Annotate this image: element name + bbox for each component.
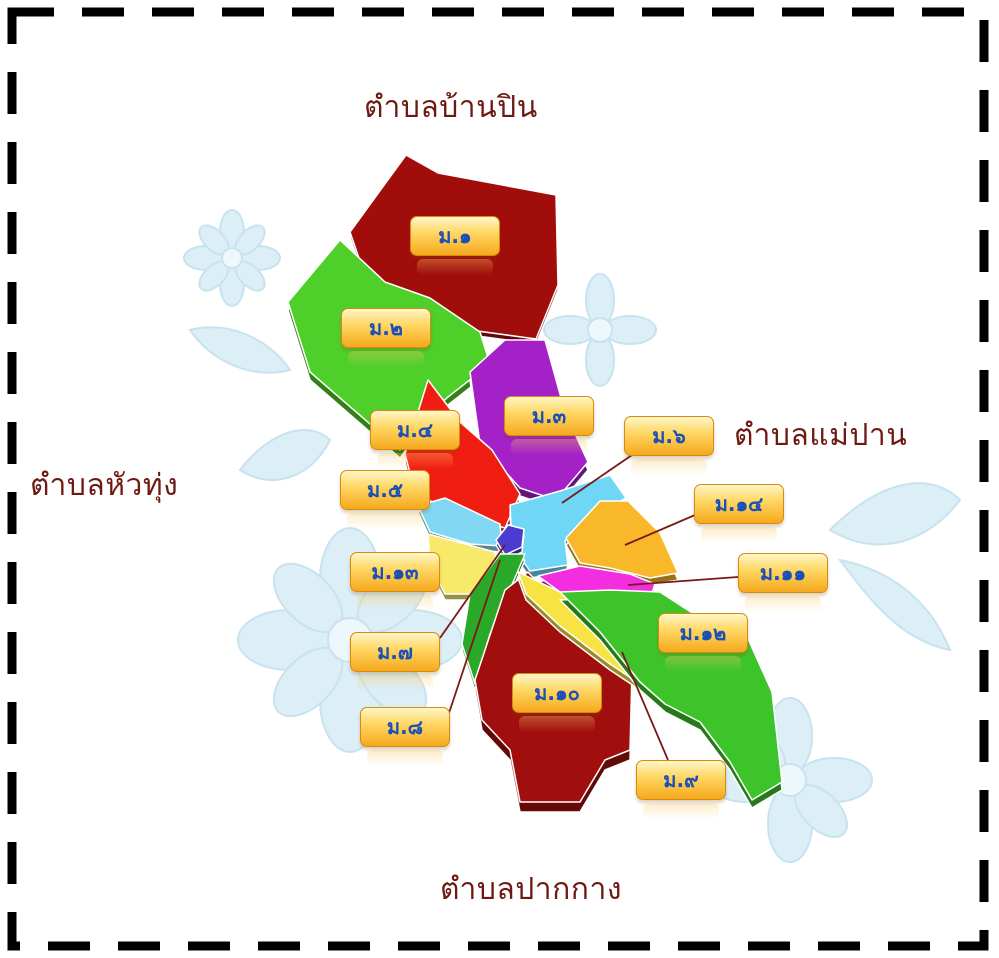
leaf-icon xyxy=(238,429,332,481)
village-badge-m3[interactable]: ม.๓ xyxy=(504,396,594,455)
flower-icon xyxy=(183,209,281,307)
leader-line-m9 xyxy=(621,651,669,761)
leader-line-m14 xyxy=(624,514,696,546)
village-badge-m6[interactable]: ม.๖ xyxy=(624,416,714,475)
leaf-icon xyxy=(188,326,292,374)
region-m14-top[interactable] xyxy=(565,500,679,579)
village-badge-m10[interactable]: ม.๑๐ xyxy=(512,673,602,732)
village-badge-m8[interactable]: ม.๘ xyxy=(360,707,450,766)
direction-west: ตำบลหัวทุ่ง xyxy=(30,468,179,503)
leader-line-m8 xyxy=(447,559,501,717)
village-badge-m4[interactable]: ม.๔ xyxy=(370,410,460,469)
direction-north: ตำบลบ้านปิน xyxy=(364,90,538,125)
village-badge-m11[interactable]: ม.๑๑ xyxy=(738,553,828,612)
leader-line-m11 xyxy=(627,576,739,586)
direction-south: ตำบลปากกาง xyxy=(440,872,622,907)
village-badge-m13[interactable]: ม.๑๓ xyxy=(350,552,440,611)
flower-icon xyxy=(543,273,657,387)
village-badge-m5[interactable]: ม.๕ xyxy=(340,470,430,529)
village-badge-m12[interactable]: ม.๑๒ xyxy=(658,613,748,672)
direction-east: ตำบลแม่ปาน xyxy=(734,418,908,453)
village-badge-m9[interactable]: ม.๙ xyxy=(636,760,726,819)
village-badge-m1[interactable]: ม.๑ xyxy=(410,216,500,275)
leader-lines xyxy=(439,454,739,761)
leader-line-m7 xyxy=(439,544,506,639)
village-badge-m2[interactable]: ม.๒ xyxy=(341,308,431,367)
leader-line-m6 xyxy=(561,454,633,504)
leaf-icon xyxy=(837,558,952,652)
leaf-icon xyxy=(828,482,962,546)
village-badge-m7[interactable]: ม.๗ xyxy=(350,632,440,691)
village-badge-m14[interactable]: ม.๑๔ xyxy=(694,484,784,543)
